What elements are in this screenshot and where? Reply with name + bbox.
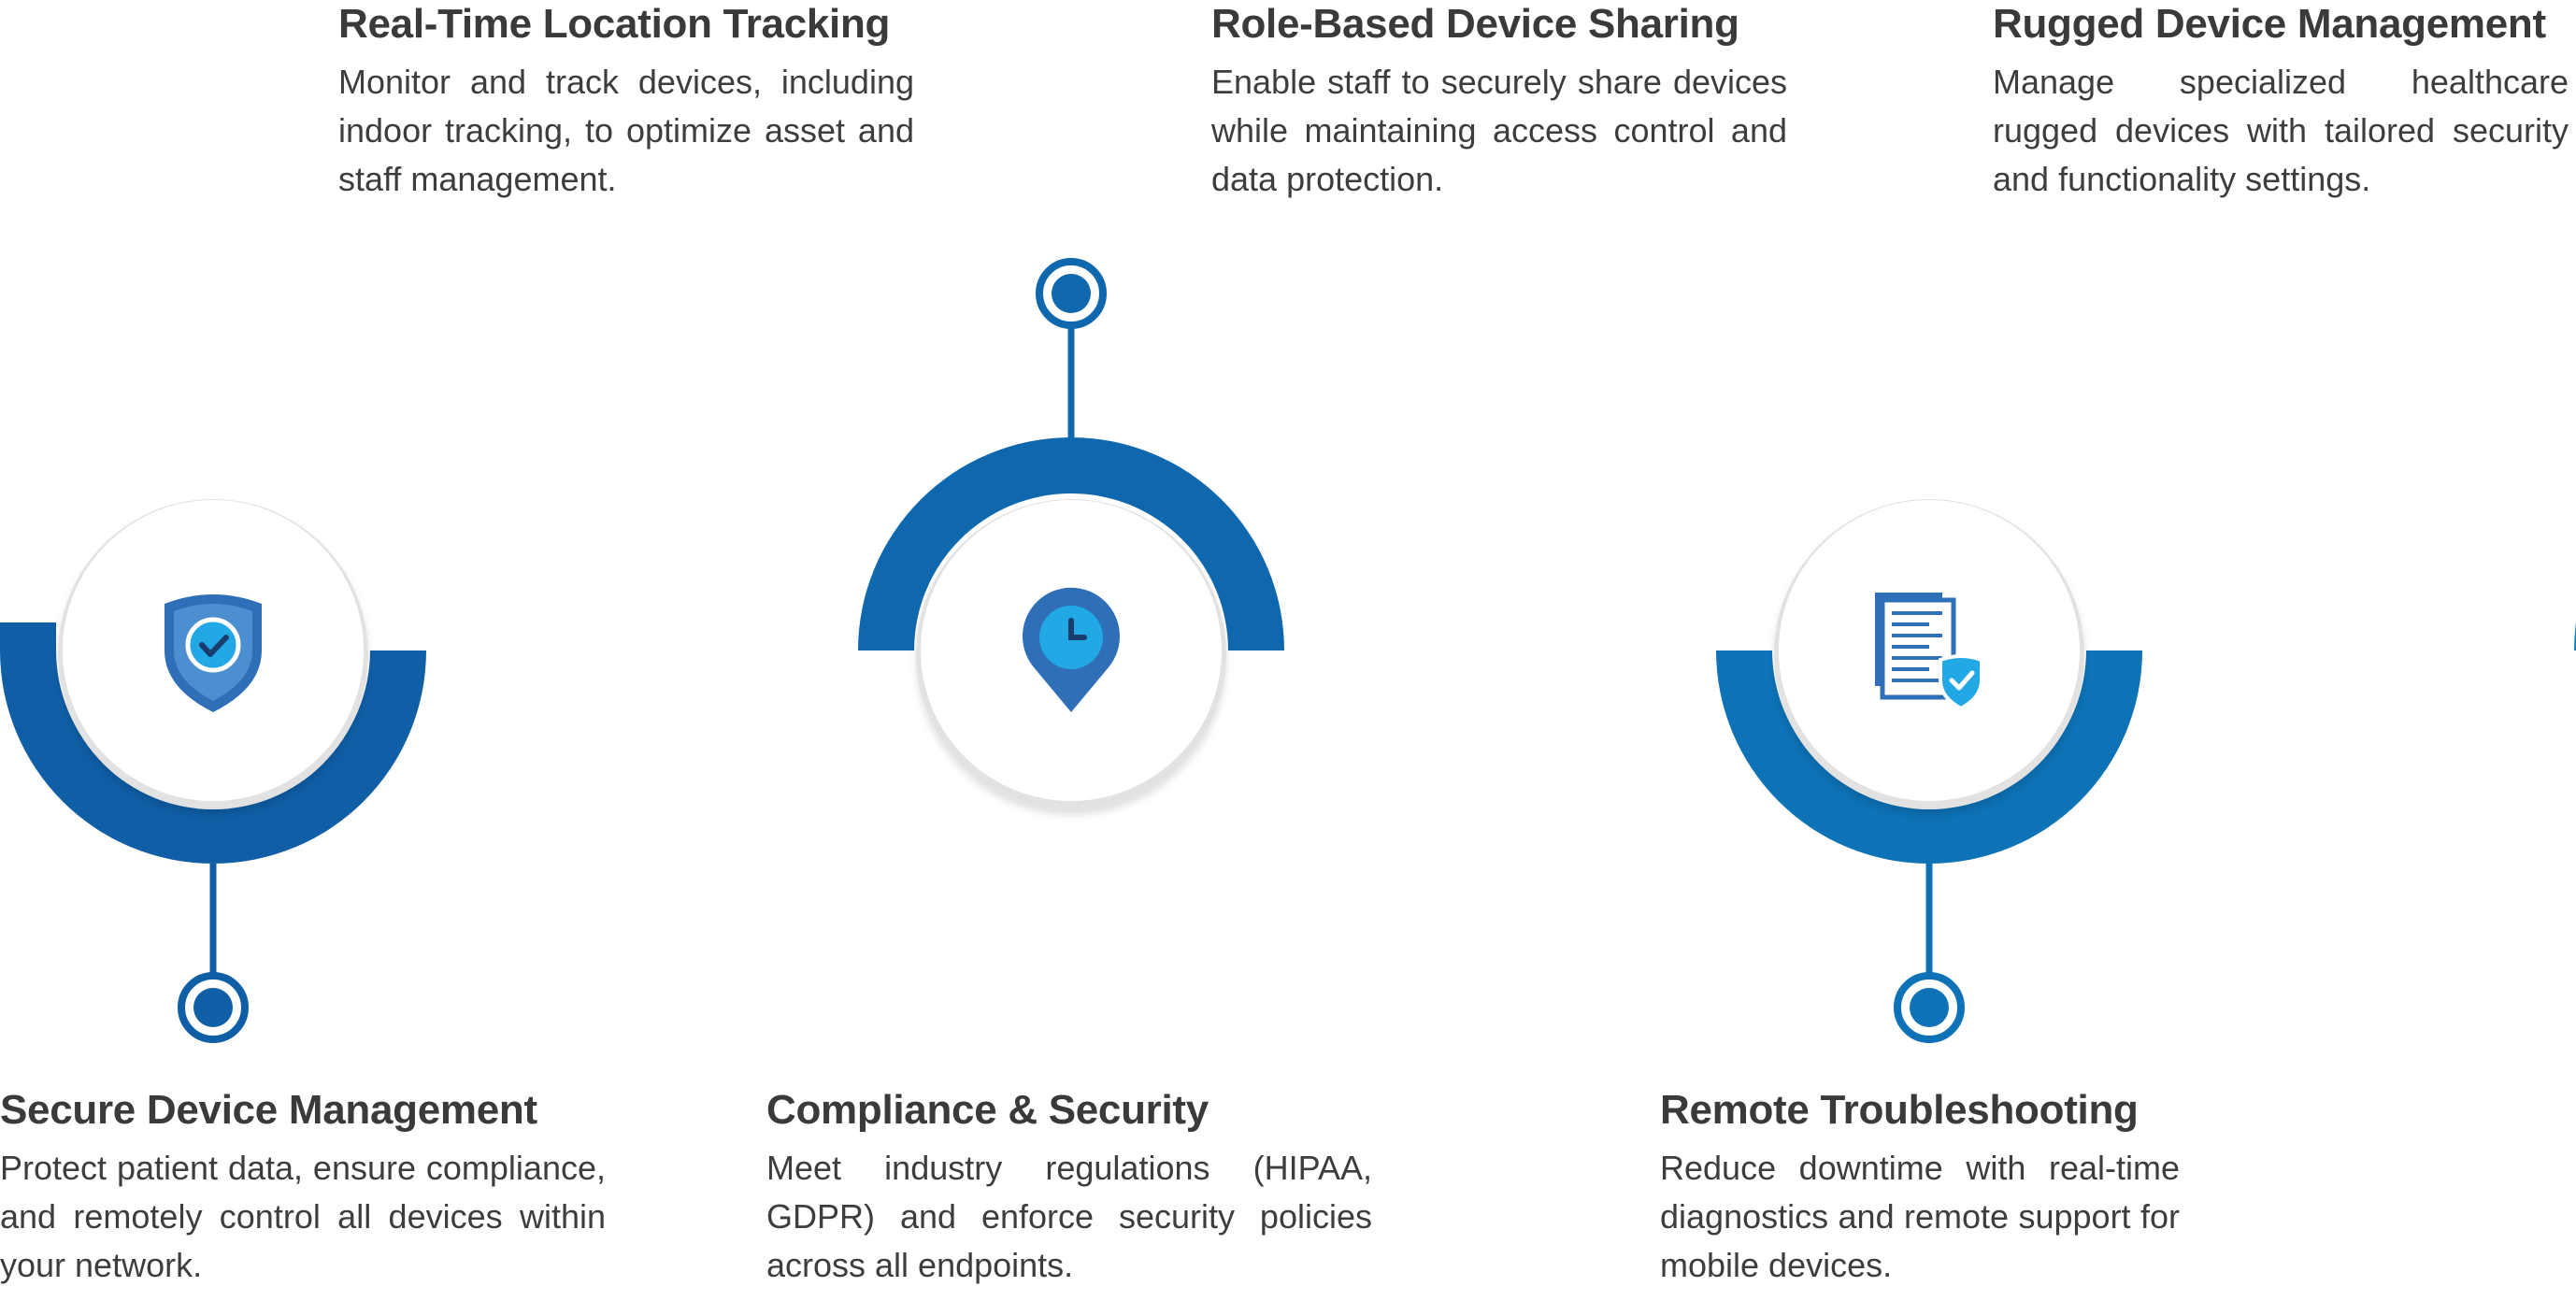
connectors	[178, 258, 1965, 1043]
step-5-description: Reduce downtime with real-time diagnosti…	[1660, 1149, 2180, 1284]
location-clock-icon	[1023, 587, 1120, 712]
step-4-text: Role-Based Device Sharing Enable staff t…	[1211, 0, 1787, 204]
step-5-title: Remote Troubleshooting	[1660, 1087, 2139, 1133]
step-4-description: Enable staff to securely share devices w…	[1211, 63, 1787, 198]
step-3-arc	[1716, 650, 2142, 864]
step-2-node-dot	[1052, 274, 1091, 313]
step-4-title: Role-Based Device Sharing	[1211, 1, 1739, 47]
shield-check-icon	[165, 594, 262, 712]
step-2-description: Monitor and track devices, including ind…	[338, 63, 914, 198]
step-3-node-dot	[1910, 988, 1949, 1027]
left-stub	[0, 622, 56, 650]
step-1-arc	[0, 650, 426, 864]
step-1-title: Secure Device Management	[0, 1087, 537, 1133]
step-6-text: Rugged Device Management Manage speciali…	[1993, 0, 2569, 204]
icon-circles	[58, 499, 2084, 809]
wave-arcs	[0, 437, 2576, 864]
step-6-description: Manage specialized healthcare rugged dev…	[1993, 63, 2569, 198]
step-5-text: Remote Troubleshooting Reduce downtime w…	[1660, 1086, 2180, 1290]
step-2-arc	[858, 437, 1284, 650]
step-3-description: Meet industry regulations (HIPAA, GDPR) …	[766, 1149, 1372, 1284]
step-2-title: Real-Time Location Tracking	[338, 1, 891, 47]
step-6-title: Rugged Device Management	[1993, 1, 2546, 47]
step-3-text: Compliance & Security Meet industry regu…	[766, 1086, 1372, 1290]
step-1-node-dot	[193, 988, 233, 1027]
step-3-title: Compliance & Security	[766, 1087, 1209, 1133]
step-1-text: Secure Device Management Protect patient…	[0, 1086, 606, 1290]
document-shield-icon	[1875, 593, 1983, 711]
step-2-text: Real-Time Location Tracking Monitor and …	[338, 0, 914, 204]
step-1-description: Protect patient data, ensure compliance,…	[0, 1149, 606, 1284]
